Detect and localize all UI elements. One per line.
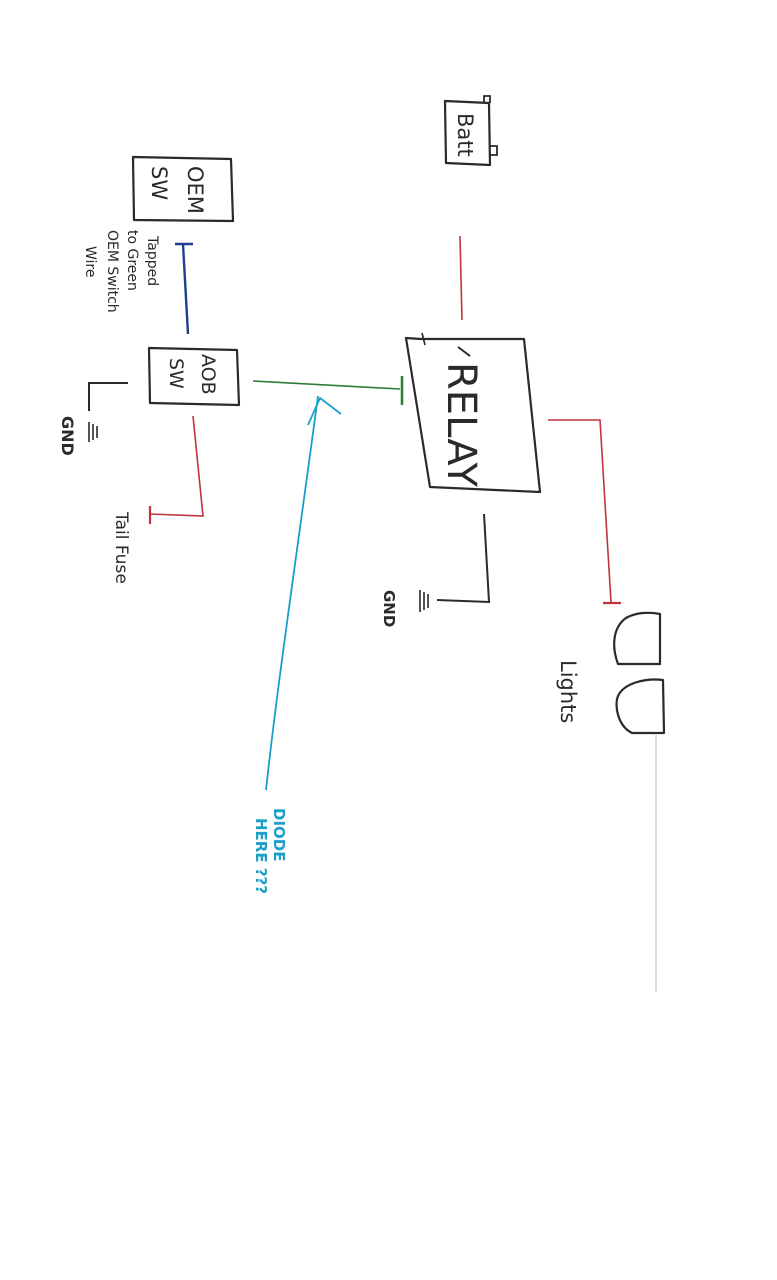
switch-ground-label: GND	[58, 416, 77, 456]
relay-trigger-wire	[252, 376, 404, 405]
tail-fuse-label: Tail Fuse	[111, 511, 131, 584]
relay-ground: GND	[380, 513, 491, 627]
diode-note-line1: DIODE	[270, 808, 288, 861]
relay: RELAY	[404, 332, 542, 494]
switch-ground: GND	[58, 382, 128, 456]
tapped-note-line4: Wire	[82, 246, 98, 278]
diode-note-line2: HERE ???	[252, 818, 270, 894]
lights-label: Lights	[556, 660, 580, 723]
relay-ground-label: GND	[380, 590, 398, 627]
battery: Batt	[443, 95, 498, 167]
oem-switch: OEM SW	[131, 155, 235, 223]
oem-switch-label-line2: SW	[147, 166, 171, 200]
battery-relay-wire	[459, 235, 463, 321]
tapped-note: Tapped to Green OEM Switch Wire	[82, 230, 160, 313]
diode-arrow	[265, 395, 342, 791]
lights: Lights	[556, 611, 666, 735]
oem-tap-wire	[175, 242, 193, 335]
tapped-note-line3: OEM Switch	[104, 230, 120, 313]
tapped-note-line2: to Green	[124, 230, 140, 291]
lights-wire	[548, 419, 621, 605]
aob-switch-label-line1: AOB	[197, 354, 219, 395]
aob-switch-label-line2: SW	[165, 358, 187, 389]
oem-switch-label-line1: OEM	[183, 166, 207, 214]
relay-label: RELAY	[438, 362, 484, 488]
aob-switch: AOB SW	[147, 346, 241, 407]
battery-label: Batt	[453, 113, 477, 157]
tail-fuse-wire	[148, 415, 204, 524]
tapped-note-line1: Tapped	[144, 235, 160, 286]
